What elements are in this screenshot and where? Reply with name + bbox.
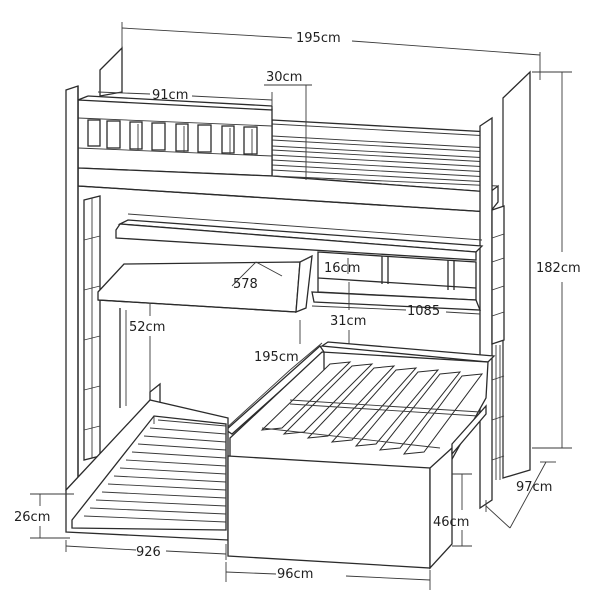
back-left-post [99, 46, 123, 97]
label-lower-clearance: 52cm [129, 320, 165, 335]
dimension-desk-depth [231, 261, 283, 287]
drawer-slats [83, 416, 227, 523]
dimension-drawer-length [65, 540, 227, 560]
label-rail-height: 30cm [266, 70, 302, 85]
desk-wing [311, 291, 481, 311]
dimension-trundle-height [452, 473, 472, 547]
label-drawer-height: 26cm [14, 510, 50, 525]
dimension-total-height [532, 71, 572, 449]
upper-bunk-side-board [77, 167, 499, 213]
label-desk-width: 1085 [407, 304, 440, 319]
label-total-length: 195cm [296, 31, 341, 46]
right-ladder [491, 205, 505, 480]
dimension-rail-length [97, 91, 273, 108]
dimension-desk-width [311, 305, 481, 315]
label-desk-depth: 578 [233, 277, 258, 292]
dimension-depth [485, 461, 556, 529]
label-depth: 97cm [516, 480, 552, 495]
left-front-post [65, 85, 79, 491]
trundle-front-face [227, 404, 487, 570]
label-desk-clearance: 31cm [330, 314, 366, 329]
label-trundle-length: 195cm [254, 350, 299, 365]
trundle-slats [260, 361, 484, 455]
label-total-height: 182cm [536, 261, 581, 276]
left-ladder [83, 195, 101, 461]
upper-bunk-front-rail [77, 95, 273, 177]
right-front-post [479, 116, 493, 510]
label-drawer-length: 926 [136, 545, 161, 560]
label-shelf-height: 16cm [324, 261, 360, 276]
label-trundle-height: 46cm [433, 515, 469, 530]
dimension-rail-height [264, 84, 312, 180]
lower-bunk-back [119, 308, 301, 408]
desk-top [97, 254, 313, 313]
dimension-trundle-width [225, 562, 431, 590]
dimension-drawer-height [30, 493, 74, 539]
top-shelf [115, 213, 484, 261]
lower-drawer [65, 382, 229, 541]
label-trundle-width: 96cm [277, 567, 313, 582]
back-right-post [502, 70, 531, 479]
label-rail-length: 91cm [152, 88, 188, 103]
